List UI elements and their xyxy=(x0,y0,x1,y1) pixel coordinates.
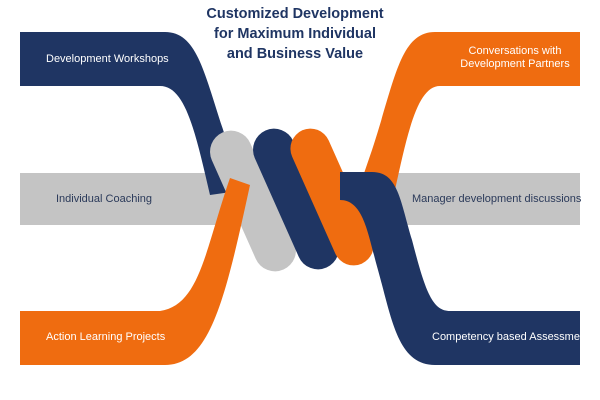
label-individual-coaching: Individual Coaching xyxy=(56,193,153,205)
label-conversations-line-1: Conversations with xyxy=(468,45,562,57)
title-line-1: Customized Development xyxy=(206,6,384,22)
gray-band-left xyxy=(20,173,230,225)
label-action-learning-projects: Action Learning Projects xyxy=(46,331,166,343)
diagram-title: Customized Development for Maximum Indiv… xyxy=(200,4,390,64)
label-development-workshops: Development Workshops xyxy=(46,53,169,65)
orange-ribbon-right xyxy=(360,32,580,190)
title-line-2: for Maximum Individual xyxy=(214,26,376,42)
title-line-3: and Business Value xyxy=(226,46,364,62)
navy-ribbon-right xyxy=(340,172,580,365)
label-manager-discussions: Manager development discussions xyxy=(412,193,582,205)
knot-twist-gray xyxy=(210,130,296,272)
label-conversations-partners: Conversations with Development Partners xyxy=(455,45,575,71)
knot-twist-navy xyxy=(253,128,339,270)
label-competency-assessments: Competency based Assessments xyxy=(432,331,595,343)
label-conversations-line-2: Development Partners xyxy=(460,58,570,70)
knot-twist-orange xyxy=(290,128,374,266)
orange-ribbon-left xyxy=(20,178,250,365)
navy-ribbon-left xyxy=(20,32,245,195)
